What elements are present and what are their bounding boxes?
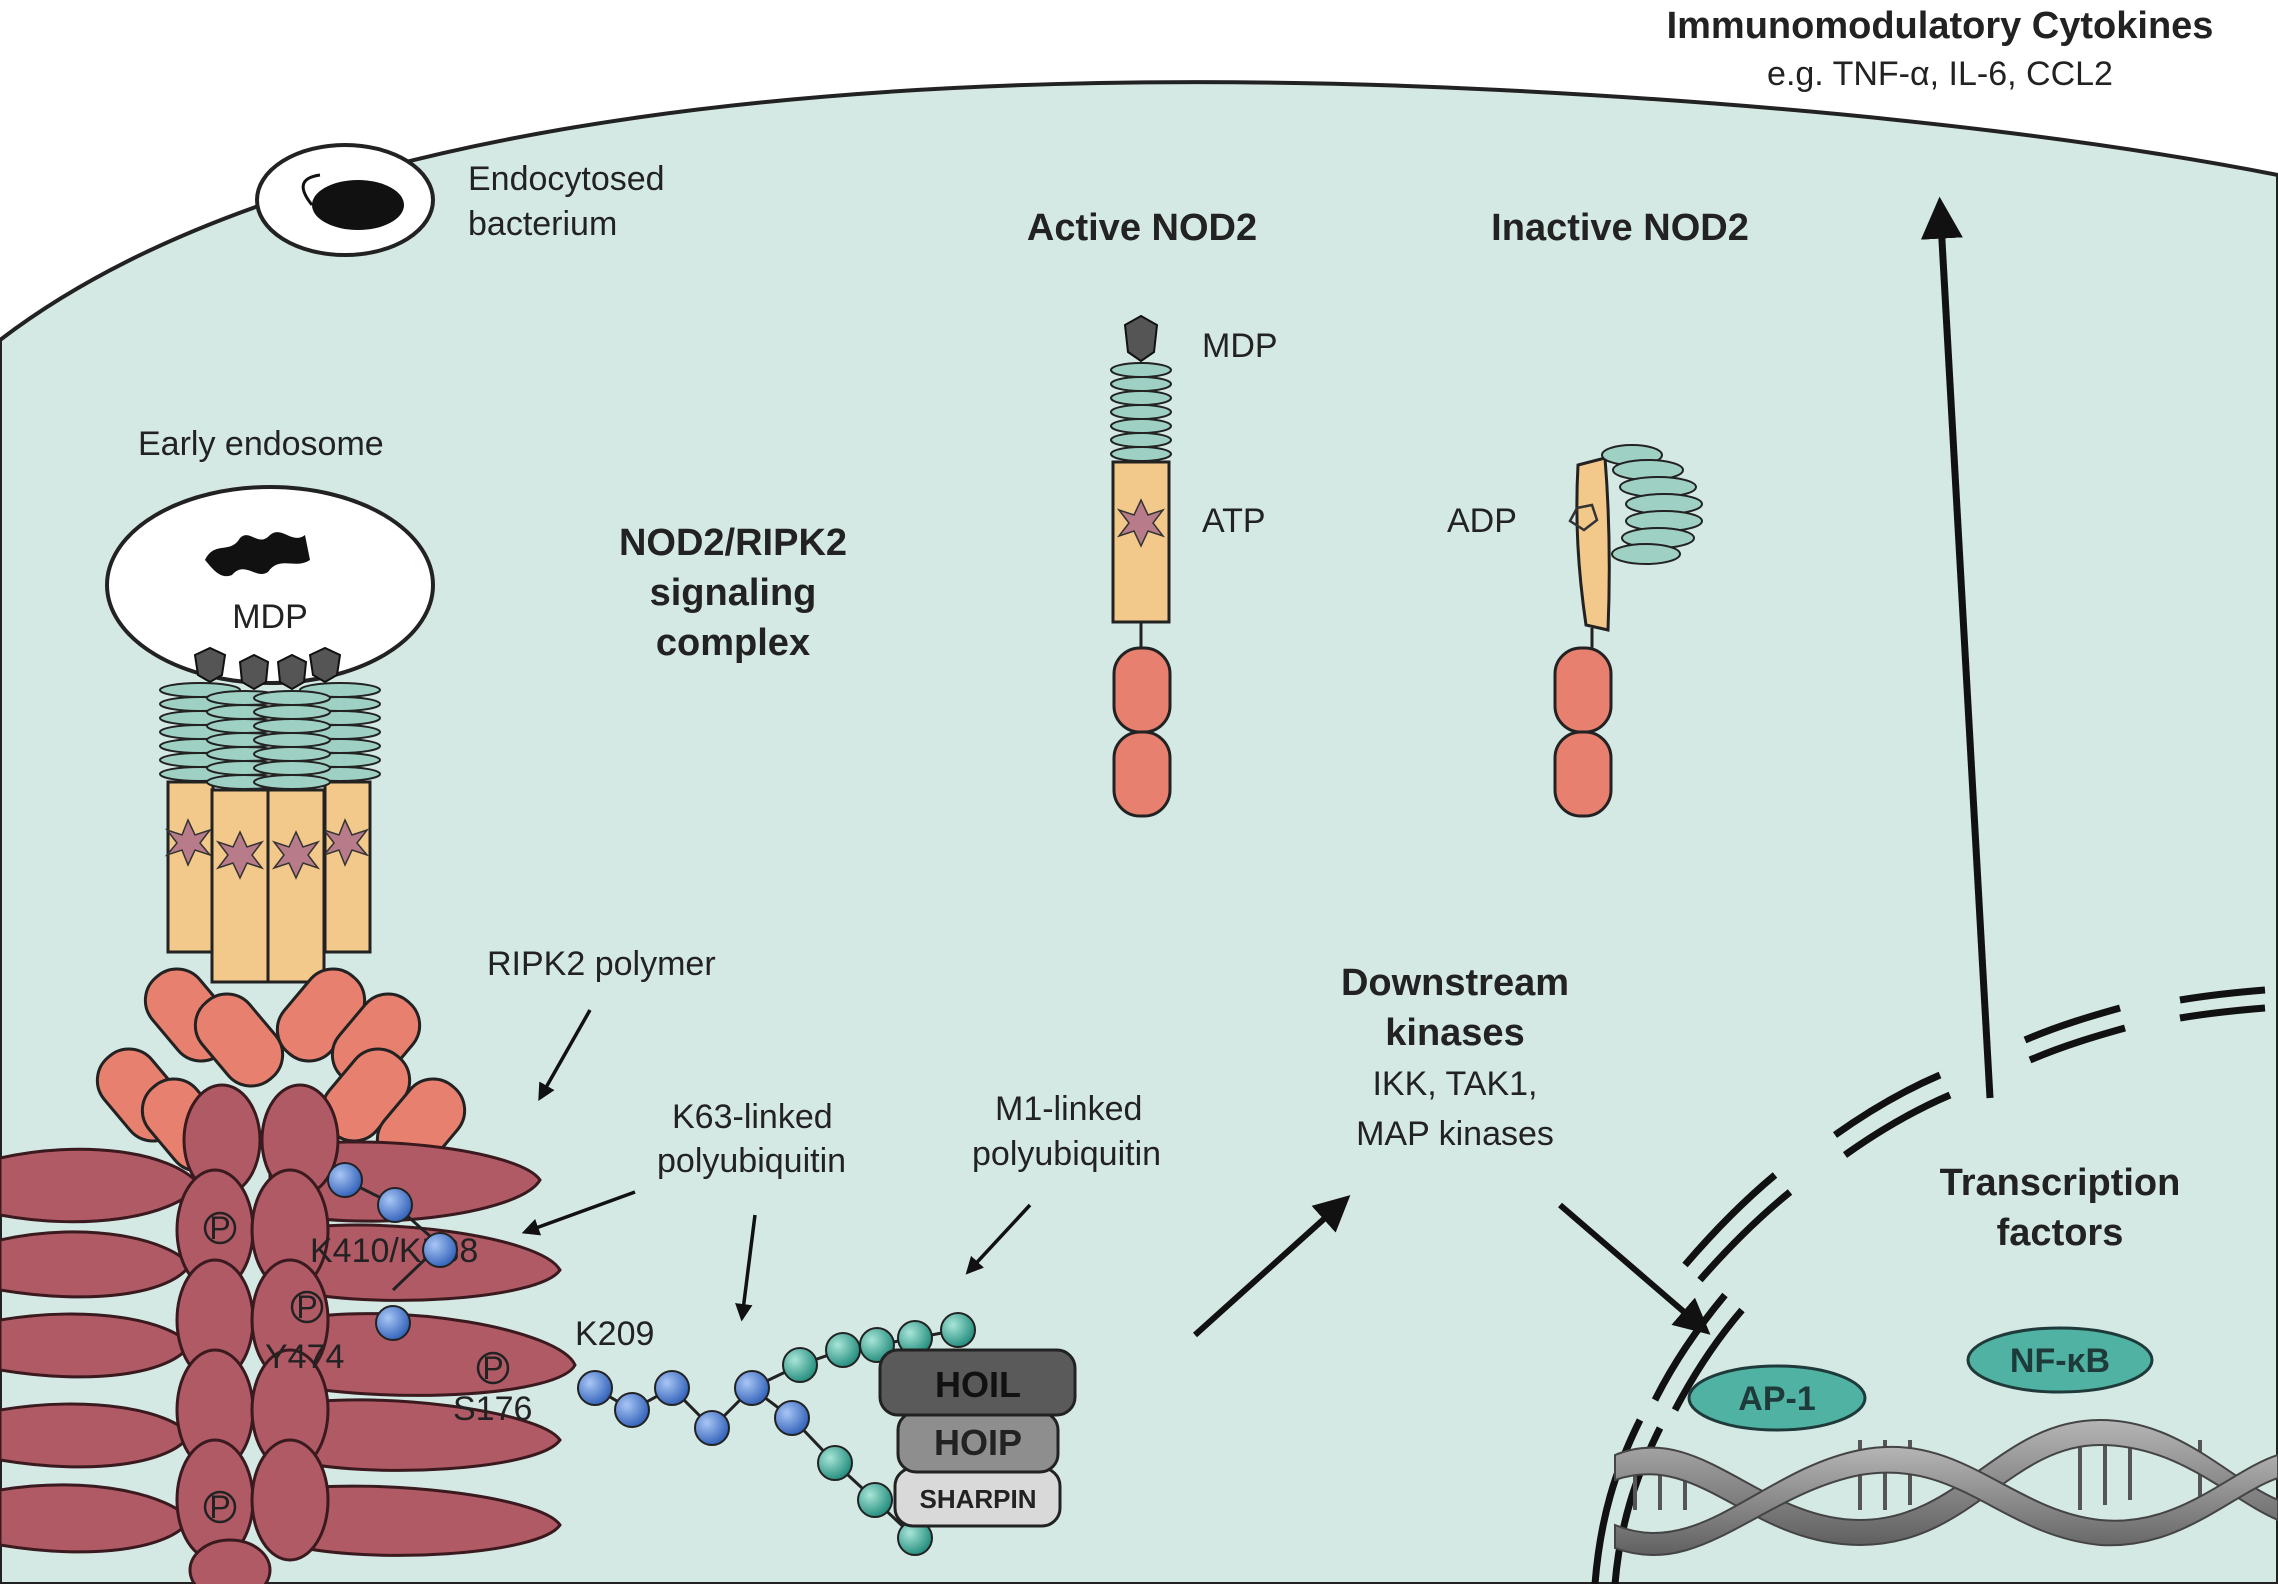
site-s176: S176 bbox=[453, 1390, 532, 1428]
endocytosed-bacterium bbox=[255, 143, 435, 257]
ripk2-polymer bbox=[0, 1083, 577, 1584]
sharpin-label: SHARPIN bbox=[919, 1484, 1036, 1514]
dna-helix bbox=[1614, 1418, 2278, 1557]
mdp-endosome-label: MDP bbox=[232, 598, 308, 636]
m1-label-1: M1-linked bbox=[995, 1090, 1142, 1128]
nod2-oligomer bbox=[159, 646, 381, 984]
active-mdp-label: MDP bbox=[1202, 327, 1278, 365]
pointer-arrows bbox=[521, 1009, 1032, 1322]
nfkb-label: NF-κB bbox=[2010, 1342, 2110, 1380]
cytokine-secretion-arrow bbox=[1920, 196, 1994, 1099]
endocytosed-label-2: bacterium bbox=[468, 205, 617, 243]
downstream-list-2: MAP kinases bbox=[1356, 1115, 1554, 1153]
nod2-column-front-right bbox=[253, 653, 331, 984]
endocytosed-label-1: Endocytosed bbox=[468, 160, 665, 198]
nfkb-factor bbox=[1966, 1326, 2154, 1394]
cytokines-subtitle: e.g. TNF-α, IL-6, CCL2 bbox=[1767, 55, 2113, 93]
early-endosome bbox=[105, 485, 435, 685]
phospho-label-2: P bbox=[296, 1289, 317, 1325]
to-nucleus-arrow bbox=[1558, 1202, 1711, 1335]
to-kinases-arrow bbox=[1192, 1195, 1351, 1338]
transcription-title-2: factors bbox=[1997, 1212, 2124, 1254]
k63-label-1: K63-linked bbox=[672, 1098, 833, 1136]
downstream-title-2: kinases bbox=[1385, 1012, 1524, 1054]
nucleus-envelope bbox=[1591, 986, 2266, 1584]
phospho-label-4: P bbox=[209, 1489, 230, 1525]
complex-title-1: NOD2/RIPK2 bbox=[619, 522, 847, 564]
phospho-marks bbox=[203, 1211, 510, 1524]
nod2-column-front-left bbox=[206, 653, 284, 984]
m1-label-2: polyubiquitin bbox=[972, 1135, 1161, 1173]
downstream-title-1: Downstream bbox=[1341, 962, 1569, 1004]
ap1-factor bbox=[1687, 1364, 1867, 1432]
ripk2-polymer-label: RIPK2 polymer bbox=[487, 945, 716, 983]
hoil-box bbox=[878, 1348, 1077, 1417]
complex-title-3: complex bbox=[656, 622, 810, 664]
site-k209: K209 bbox=[575, 1315, 654, 1353]
phospho-label-1: P bbox=[209, 1210, 230, 1246]
hoil-label: HOIL bbox=[935, 1364, 1021, 1405]
inactive-nod2-title: Inactive NOD2 bbox=[1491, 207, 1749, 249]
active-nod2-title: Active NOD2 bbox=[1027, 207, 1257, 249]
transcription-title-1: Transcription bbox=[1940, 1162, 2181, 1204]
inactive-nod2 bbox=[1553, 444, 1703, 818]
atp-label: ATP bbox=[1202, 502, 1266, 540]
lubac-complex bbox=[878, 1348, 1077, 1528]
k209-ubiquitin-chain bbox=[577, 1312, 976, 1556]
active-nod2 bbox=[1110, 314, 1172, 818]
adp-label: ADP bbox=[1447, 502, 1517, 540]
complex-title-2: signaling bbox=[650, 572, 817, 614]
cytokines-title: Immunomodulatory Cytokines bbox=[1667, 5, 2214, 47]
downstream-list-1: IKK, TAK1, bbox=[1372, 1065, 1537, 1103]
site-y474: Y474 bbox=[265, 1338, 344, 1376]
mdp-fragment-icon bbox=[205, 532, 310, 577]
k63-label-2: polyubiquitin bbox=[657, 1142, 846, 1180]
early-endosome-label: Early endosome bbox=[138, 425, 384, 463]
hoip-label: HOIP bbox=[934, 1422, 1022, 1463]
k63-chain-upper bbox=[327, 1162, 458, 1341]
ap1-label: AP-1 bbox=[1738, 1380, 1815, 1418]
phospho-label-3: P bbox=[482, 1350, 503, 1386]
